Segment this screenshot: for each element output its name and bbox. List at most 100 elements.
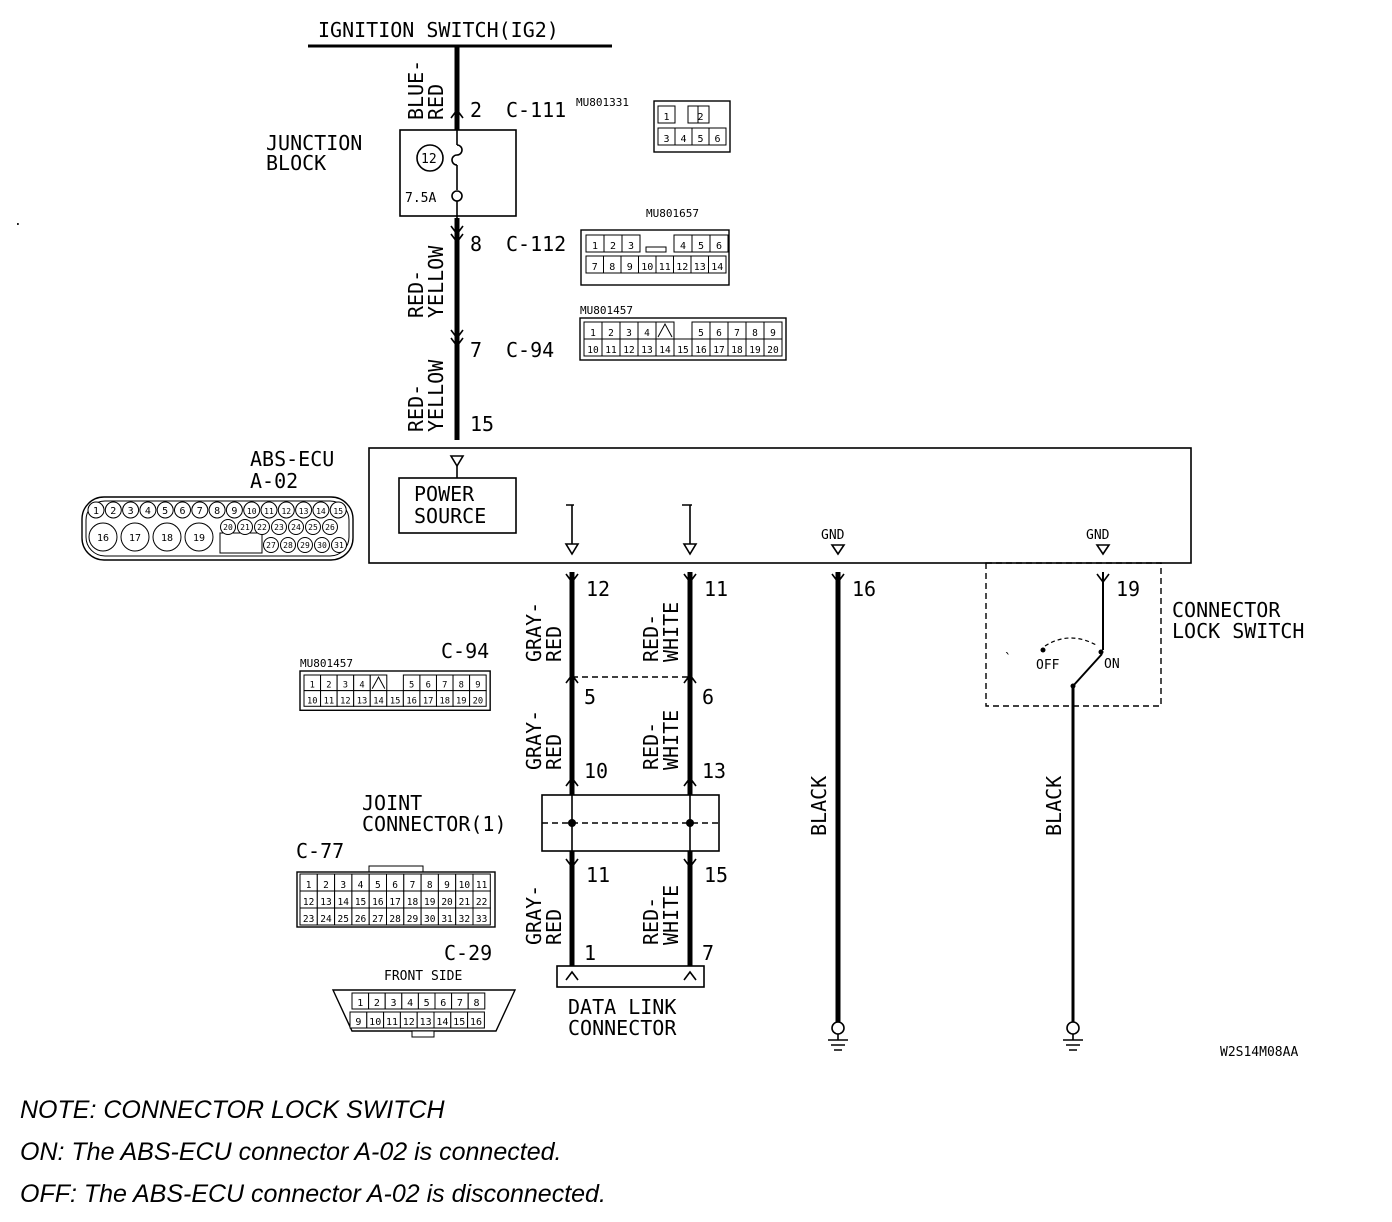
c29-pin-label: 16 bbox=[470, 1017, 482, 1028]
c94b-box-pin-label: 12 bbox=[340, 696, 351, 706]
c112-cell bbox=[708, 255, 727, 274]
c94a-box-key bbox=[657, 322, 673, 338]
c77-pin-label: 31 bbox=[441, 914, 453, 925]
switch-lever bbox=[1072, 653, 1103, 687]
c94b-box-pin-label: 9 bbox=[475, 681, 480, 691]
c77-pin-label: 29 bbox=[407, 914, 419, 925]
c111-id: C-111 bbox=[506, 98, 566, 122]
c112-pin-label: 5 bbox=[698, 241, 704, 252]
joint-connector-label-2: CONNECTOR(1) bbox=[362, 812, 507, 836]
c94b-box-pin-label: 13 bbox=[357, 696, 368, 706]
a02-key bbox=[219, 532, 263, 554]
ignition-switch-label: IGNITION SWITCH(IG2) bbox=[318, 18, 559, 42]
c111-pin-label: 1 bbox=[663, 112, 669, 123]
ground-19-terminal bbox=[1066, 1021, 1080, 1035]
a02-pin bbox=[271, 519, 287, 535]
a02-pin-label: 19 bbox=[193, 533, 205, 544]
pin-19: 19 bbox=[1116, 577, 1140, 601]
c77-pin-label: 23 bbox=[303, 914, 314, 925]
c29-pin-label: 3 bbox=[390, 998, 396, 1009]
c94-id-bottom: C-94 bbox=[441, 639, 489, 663]
c111-cell bbox=[657, 105, 676, 124]
a02-pin-label: 20 bbox=[223, 523, 233, 532]
a02-pin bbox=[288, 519, 304, 535]
c112-pin-label: 4 bbox=[680, 241, 686, 252]
switch-off-label: OFF bbox=[1036, 658, 1060, 673]
a02-pin bbox=[191, 501, 209, 519]
c112-pin-label: 2 bbox=[610, 241, 616, 252]
pin16-mark bbox=[831, 573, 845, 584]
c112-pin-label: 9 bbox=[627, 262, 633, 273]
fuse-number-circle bbox=[416, 144, 444, 172]
a02-pin-label: 25 bbox=[308, 523, 318, 532]
c111-pin-label: 3 bbox=[663, 134, 669, 145]
c29-pin-label: 11 bbox=[386, 1017, 398, 1028]
c29-pin-label: 2 bbox=[374, 998, 380, 1009]
c77-pin-label: 8 bbox=[427, 880, 433, 891]
c94b-box-pin-label: 8 bbox=[459, 681, 464, 691]
c94a-box-pin-label: 18 bbox=[731, 345, 743, 356]
a02-pin-label: 14 bbox=[316, 507, 326, 516]
a02-pin-label: 31 bbox=[334, 541, 344, 550]
c94b-box-pin-label: 19 bbox=[456, 696, 467, 706]
red-white-label-3: RED- bbox=[639, 722, 663, 770]
c77-pin-label: 22 bbox=[476, 897, 487, 908]
c94a-box-pin-label: 4 bbox=[644, 328, 650, 339]
joint-dot-2 bbox=[686, 819, 694, 827]
c29-pin-label: 13 bbox=[420, 1017, 432, 1028]
a02-pin bbox=[243, 501, 261, 519]
pin-6: 6 bbox=[702, 685, 714, 709]
fuse-element bbox=[451, 144, 463, 166]
a02-pin-label: 29 bbox=[300, 541, 310, 550]
pin12-mark bbox=[565, 573, 579, 584]
ground-16-terminal bbox=[831, 1021, 845, 1035]
c77-pin-label: 2 bbox=[323, 880, 329, 891]
c77-pin-label: 3 bbox=[340, 880, 346, 891]
c77-id: C-77 bbox=[296, 839, 344, 863]
c77-pin-label: 20 bbox=[441, 897, 453, 908]
gray-red-label-4: RED bbox=[542, 734, 566, 770]
c112-cell bbox=[709, 234, 729, 253]
c77-pin-label: 19 bbox=[424, 897, 436, 908]
c94a-box-pin-label: 11 bbox=[605, 345, 617, 356]
note-off: OFF: The ABS-ECU connector A-02 is disco… bbox=[20, 1180, 606, 1208]
a02-pin bbox=[280, 537, 296, 553]
black-19-label: BLACK bbox=[1042, 776, 1066, 836]
c112-pin-label: 10 bbox=[641, 262, 653, 273]
switch-off-tick: ` bbox=[1004, 652, 1012, 667]
c29-cell bbox=[467, 992, 486, 1010]
data-link-label-1: DATA LINK bbox=[568, 995, 676, 1019]
c94a-box-pin-label: 3 bbox=[626, 328, 632, 339]
switch-on-contact bbox=[1098, 649, 1104, 655]
a02-pin-label: 23 bbox=[274, 523, 284, 532]
c111-part: MU801331 bbox=[576, 96, 629, 109]
a02-pin-label: 9 bbox=[231, 506, 237, 517]
a02-pin bbox=[277, 501, 295, 519]
c29-pin-label: 12 bbox=[403, 1017, 415, 1028]
c94b-box-key bbox=[371, 675, 386, 689]
c77-pin-label: 21 bbox=[459, 897, 471, 908]
c29-pin-label: 14 bbox=[436, 1017, 448, 1028]
a02-pin bbox=[314, 537, 330, 553]
c94a-box-pin-label: 9 bbox=[770, 328, 776, 339]
c112-key bbox=[645, 246, 667, 253]
c111-cell bbox=[708, 127, 727, 146]
c94b-box-pin-label: 4 bbox=[359, 681, 364, 691]
c77-pin-label: 26 bbox=[355, 914, 367, 925]
ecu-power-input-mark bbox=[449, 455, 465, 468]
c94a-box-pin-label: 2 bbox=[608, 328, 614, 339]
a02-pin bbox=[87, 501, 105, 519]
c94a-box-pin-label: 12 bbox=[623, 345, 634, 356]
joint-dot-1 bbox=[568, 819, 576, 827]
c111-mark bbox=[450, 108, 464, 119]
a02-pin bbox=[305, 519, 321, 535]
a02-pin-label: 6 bbox=[179, 506, 185, 517]
c77-pin-label: 11 bbox=[476, 880, 488, 891]
gnd-19-mark bbox=[1095, 544, 1111, 556]
a02-pin-label: 22 bbox=[257, 523, 267, 532]
c94a-box-pin-label: 7 bbox=[734, 328, 740, 339]
a02-pin bbox=[122, 501, 140, 519]
c77-pin-label: 18 bbox=[407, 897, 419, 908]
